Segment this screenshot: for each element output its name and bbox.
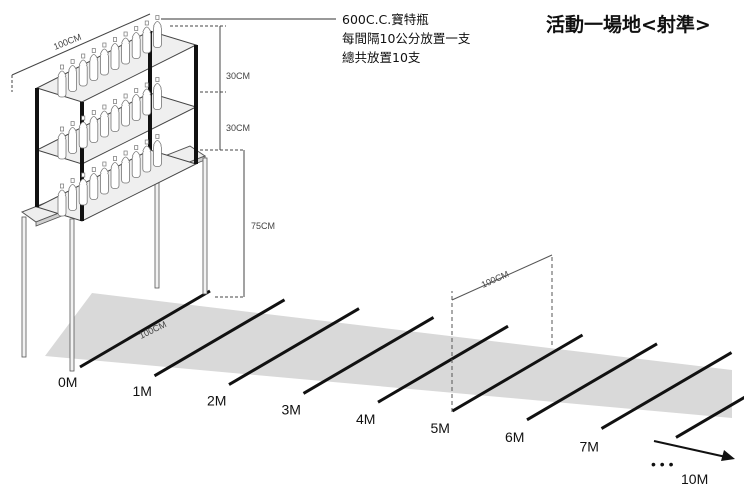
distance-marker-label: 1M — [133, 383, 152, 399]
distance-marker-label: 4M — [356, 411, 375, 427]
distance-marker-label: 5M — [431, 420, 450, 436]
bottle — [78, 53, 88, 87]
shelf-width-dimension-line — [11, 13, 151, 76]
zone-guide — [451, 254, 553, 412]
bottle — [131, 88, 141, 121]
throwing-line — [526, 342, 658, 422]
bottle — [142, 20, 152, 54]
distance-marker-label: 7M — [580, 438, 599, 454]
bottle — [57, 183, 67, 217]
bottle — [89, 110, 99, 143]
bottle-note-line2: 每間隔10公分放置一支 — [342, 31, 471, 46]
bottle — [110, 99, 120, 132]
bottle — [100, 104, 109, 138]
distance-marker-label: 3M — [282, 402, 301, 418]
throwing-line — [153, 298, 286, 378]
throwing-line — [675, 395, 744, 439]
throwing-line — [600, 351, 733, 430]
bottle — [68, 59, 77, 92]
zone-dimension-line — [451, 254, 553, 301]
distance-marker-label: 0M — [58, 374, 77, 390]
bottle — [121, 150, 130, 184]
bottle — [100, 161, 109, 195]
distance-markers: 0M 1M 2M 3M 4M 5M 6M 7M — [58, 374, 599, 454]
throwing-line — [377, 324, 509, 404]
distance-marker-label: 2M — [207, 392, 226, 408]
bottle — [100, 42, 109, 76]
bottle — [142, 82, 152, 116]
shelf-gap-mid-label: 30CM — [226, 123, 250, 133]
throwing-line — [302, 316, 435, 395]
continuation-ellipsis: • • • — [651, 456, 674, 472]
bottle — [131, 145, 141, 178]
table-leg-back-left — [154, 177, 160, 289]
bottle — [121, 93, 130, 127]
table-height-label: 75CM — [251, 221, 275, 231]
continuation-arrow-head — [721, 450, 735, 461]
bottle — [110, 37, 120, 70]
bottle — [131, 26, 141, 59]
throwing-line — [79, 289, 211, 369]
bottle — [89, 167, 99, 200]
bottle — [152, 134, 162, 167]
bottle — [142, 139, 152, 173]
throwing-line — [228, 307, 360, 386]
bottle — [121, 31, 130, 65]
bottle — [57, 64, 67, 98]
distance-marker-label: 6M — [505, 429, 524, 445]
zone-width-label: 100CM — [480, 269, 511, 290]
bottle — [152, 77, 162, 110]
page-title: 活動一場地<射準> — [546, 13, 711, 36]
continuation-arrow-line — [653, 440, 727, 458]
bottle — [57, 126, 67, 160]
bottle — [152, 15, 162, 48]
bottle — [78, 172, 88, 206]
height-dimensions — [170, 25, 245, 298]
bottle — [68, 121, 77, 154]
shelf-gap-top-label: 30CM — [226, 71, 250, 81]
table-leg-front-left — [21, 216, 27, 358]
bottle-note-line1: 600C.C.寶特瓶 — [342, 12, 429, 27]
bottle — [110, 156, 120, 189]
bottle-note-line3: 總共放置10支 — [342, 50, 421, 65]
table-leg-back-right — [202, 157, 208, 295]
floor-zone — [45, 293, 732, 418]
throwing-line — [451, 333, 584, 413]
bottle — [89, 48, 99, 81]
continuation-label: 10M — [681, 471, 708, 485]
table-leg-front-right — [69, 218, 75, 372]
bottle — [68, 178, 77, 211]
bottles — [57, 15, 162, 217]
throwing-lines — [79, 289, 744, 439]
shelf-width-label: 100CM — [52, 32, 83, 52]
bottle — [78, 115, 88, 149]
